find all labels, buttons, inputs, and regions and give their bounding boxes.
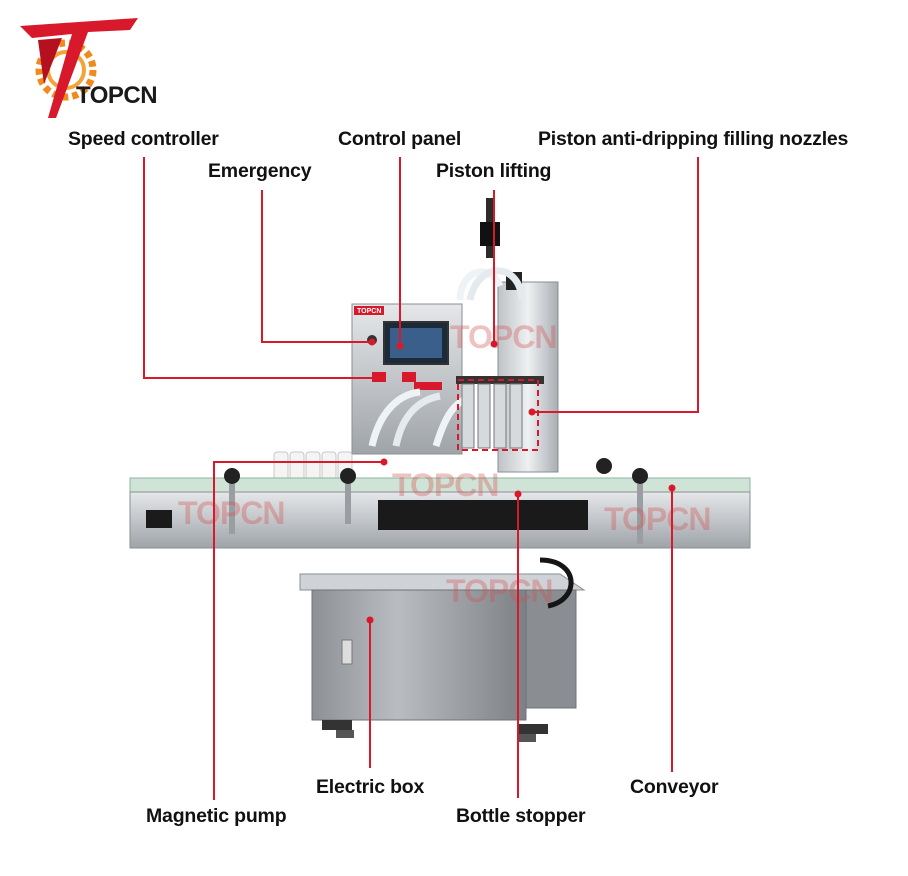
- label-electric-box: Electric box: [316, 776, 425, 798]
- logo-text: TOPCN: [76, 82, 158, 109]
- label-speed-controller: Speed controller: [68, 128, 219, 150]
- label-control-panel: Control panel: [338, 128, 462, 150]
- label-magnetic-pump: Magnetic pump: [146, 805, 287, 827]
- watermark: TOPCN: [392, 467, 498, 503]
- topcn-logo-icon: [20, 18, 138, 118]
- control-box-plate: TOPCN: [357, 308, 381, 315]
- label-piston-nozzles: Piston anti-dripping filling nozzles: [538, 128, 849, 150]
- watermark: TOPCN: [178, 495, 284, 531]
- watermark: TOPCN: [604, 501, 710, 537]
- callout-lines: [143, 157, 699, 800]
- leader-magnetic-pump: [213, 461, 384, 800]
- label-emergency: Emergency: [208, 160, 312, 182]
- label-conveyor: Conveyor: [630, 776, 719, 798]
- leader-speed-controller: [143, 157, 380, 379]
- watermark: TOPCN: [450, 319, 556, 355]
- leader-piston-nozzles: [532, 157, 699, 413]
- label-bottle-stopper: Bottle stopper: [456, 805, 586, 827]
- callout-dots: [366, 338, 676, 624]
- leader-emergency: [261, 190, 372, 343]
- watermark: TOPCN: [446, 573, 552, 609]
- label-piston-lifting: Piston lifting: [436, 160, 552, 182]
